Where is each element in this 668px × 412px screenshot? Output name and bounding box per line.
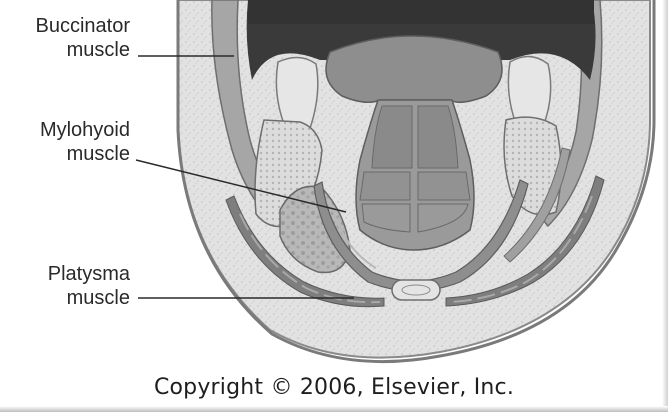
oral-cavity-upper — [248, 0, 594, 24]
frame-edge-bottom — [0, 406, 668, 412]
tongue-segment-3 — [360, 172, 410, 200]
label-buccinator-line2: muscle — [0, 38, 130, 62]
label-mylohyoid-line2: muscle — [0, 142, 130, 166]
label-mylohyoid-line1: Mylohyoid — [0, 118, 130, 142]
tongue-segment-4 — [418, 172, 470, 200]
label-buccinator-line1: Buccinator — [0, 14, 130, 38]
copyright-notice: Copyright © 2006, Elsevier, Inc. — [0, 374, 668, 402]
label-platysma-muscle: Platysma muscle — [0, 262, 130, 310]
label-platysma-line1: Platysma — [0, 262, 130, 286]
label-platysma-line2: muscle — [0, 286, 130, 310]
hyoid-bone — [392, 280, 440, 300]
frame-edge-right — [662, 0, 668, 412]
label-buccinator-muscle: Buccinator muscle — [0, 14, 130, 62]
tongue-upper — [326, 36, 502, 102]
label-mylohyoid-muscle: Mylohyoid muscle — [0, 118, 130, 166]
